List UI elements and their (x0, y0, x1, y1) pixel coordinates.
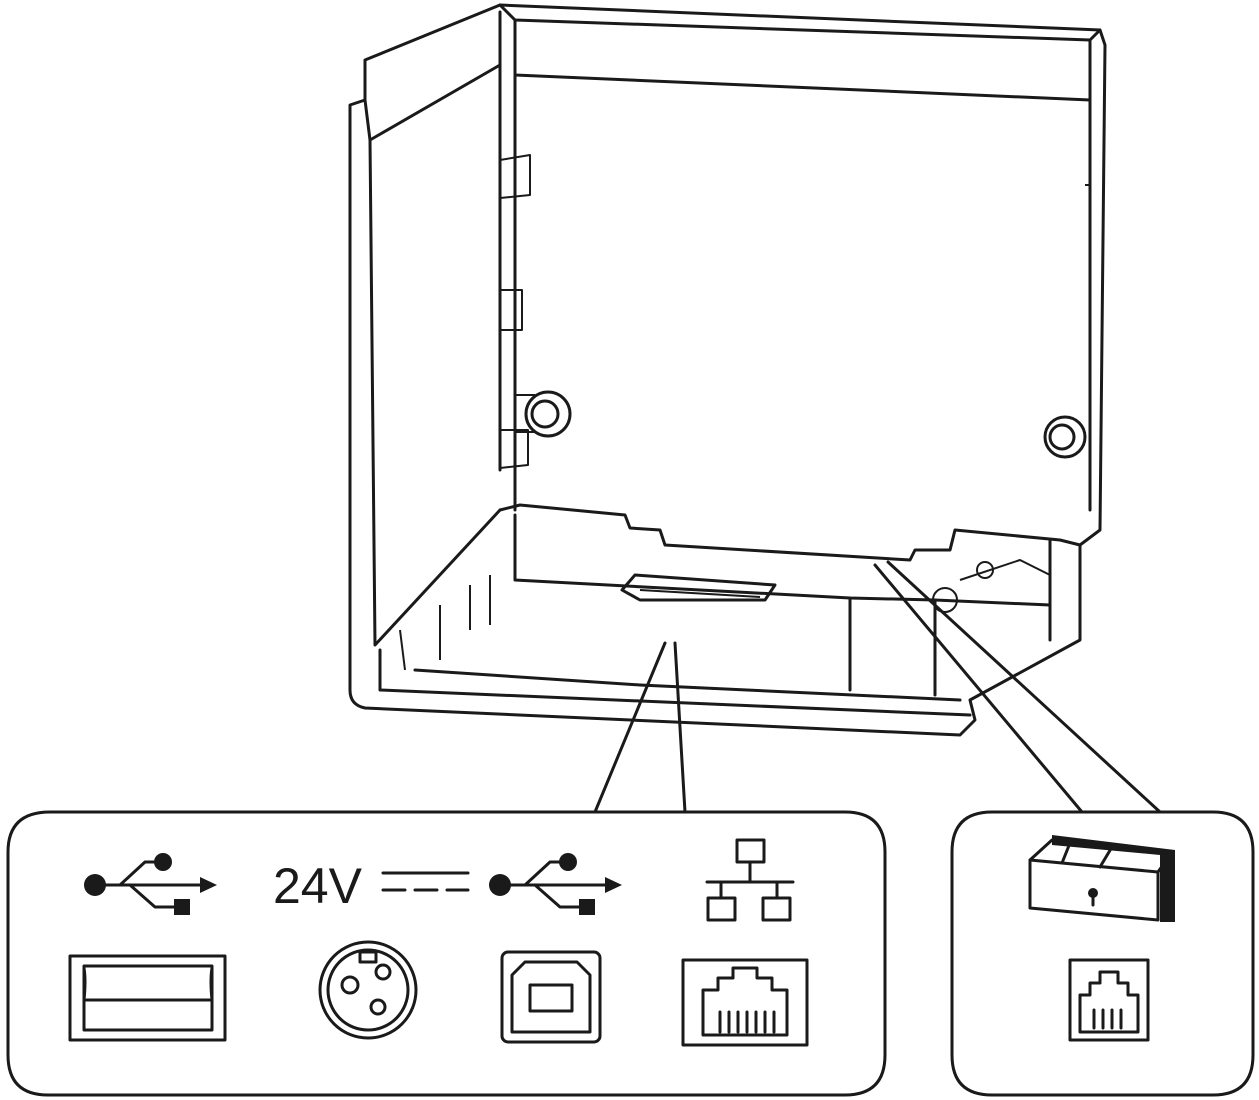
rj11-drawer-port (1068, 958, 1150, 1042)
usb-b-port (500, 950, 602, 1044)
drawer-connector-panel (950, 810, 1255, 1097)
dc-power-icon (381, 871, 470, 892)
usb-icon (489, 853, 622, 915)
usb-icon (84, 853, 217, 915)
network-icon (705, 838, 795, 922)
usb-a-port (68, 954, 227, 1042)
power-din-port (318, 940, 418, 1040)
printer-body (348, 3, 1107, 737)
voltage-label: 24V (273, 858, 363, 914)
rj45-lan-port (681, 958, 809, 1047)
main-connector-panel: 24V (6, 810, 887, 1097)
cash-drawer-icon (1028, 835, 1175, 922)
callout-lines (593, 560, 1162, 814)
